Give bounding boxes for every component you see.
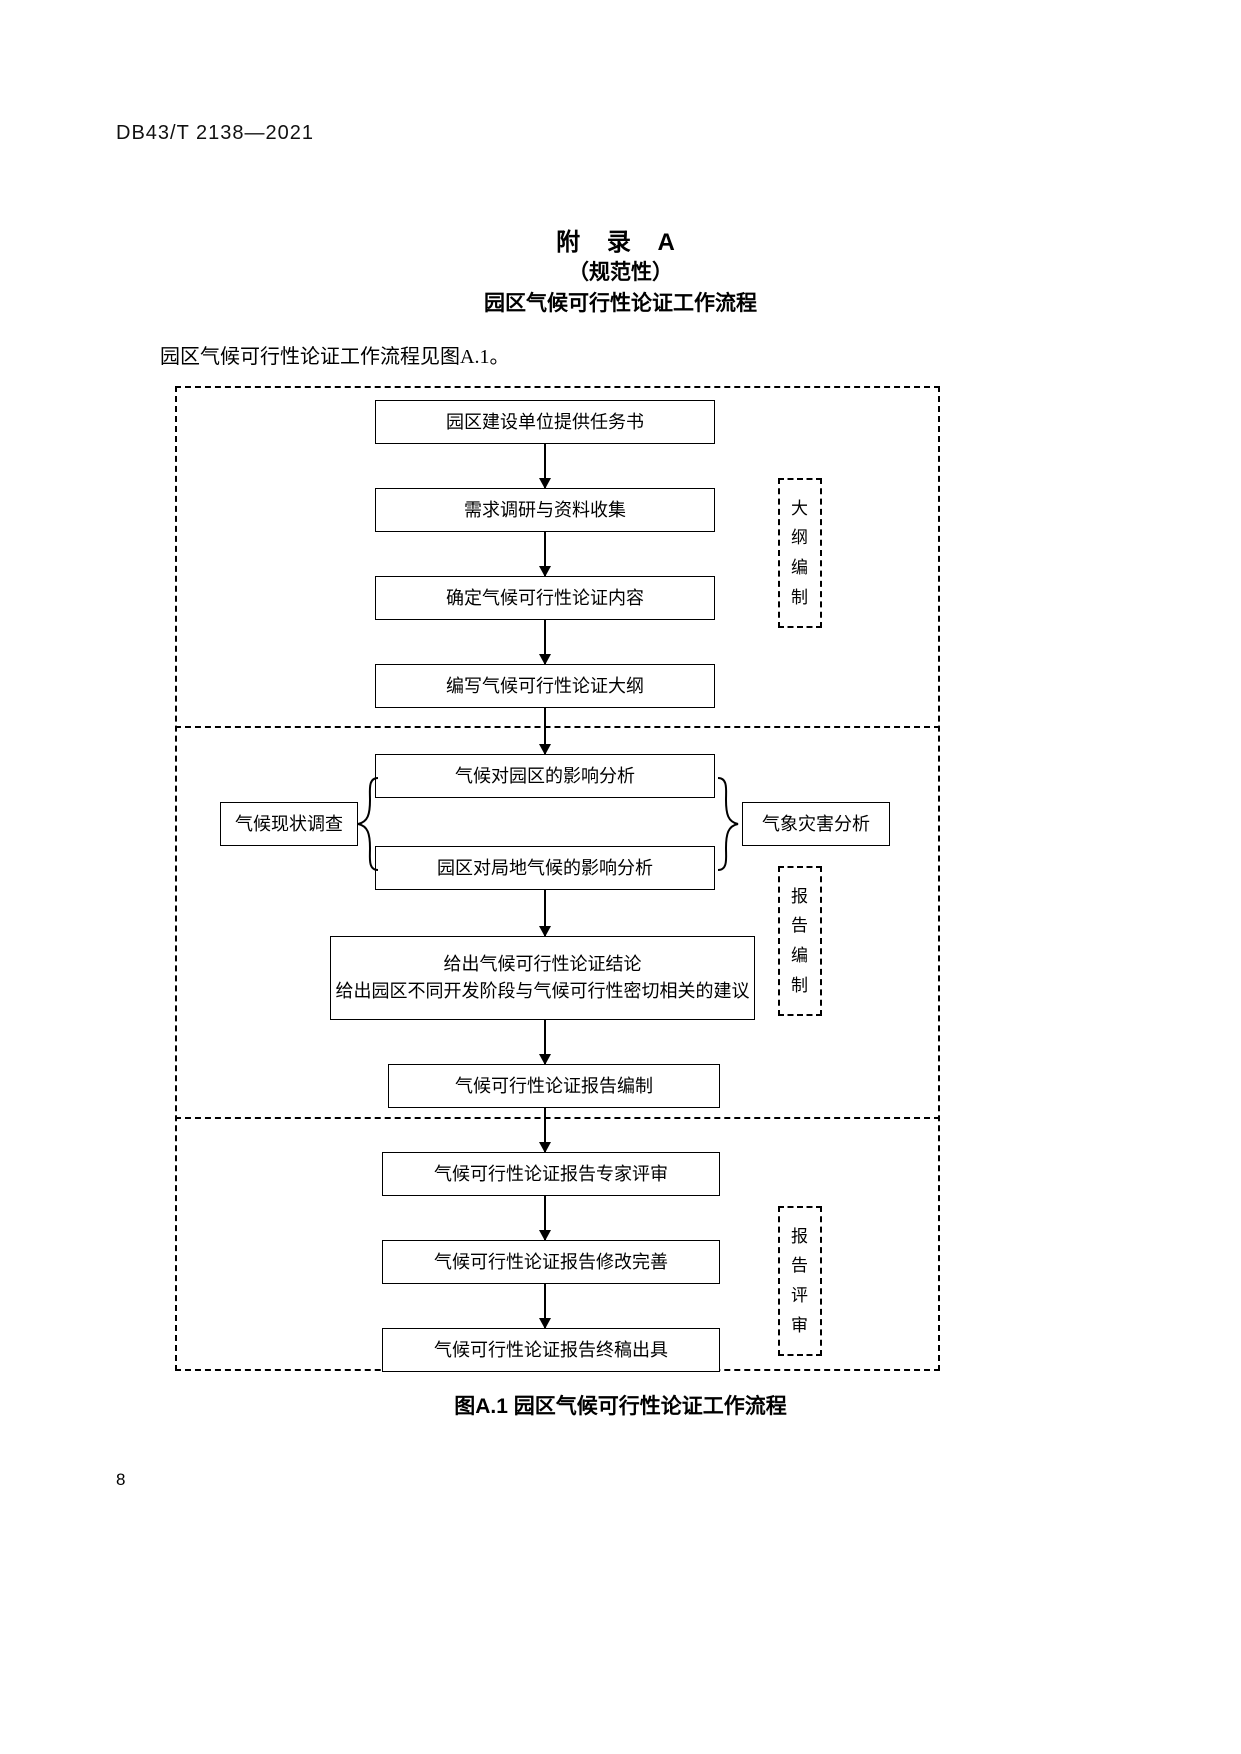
flow-node-write-outline: 编写气候可行性论证大纲 xyxy=(375,664,715,708)
flow-node-final-report-issue: 气候可行性论证报告终稿出具 xyxy=(382,1328,720,1372)
stage1-char-0: 大 xyxy=(791,498,809,518)
appendix-title: 附 录 A xyxy=(556,229,685,256)
stage-label-outline-preparation: 大 纲 编 制 xyxy=(778,478,822,628)
flow-node-climate-status-survey: 气候现状调查 xyxy=(220,802,358,846)
page-number: 8 xyxy=(116,1470,126,1489)
arrow-8 xyxy=(539,1196,551,1241)
arrow-4 xyxy=(539,708,551,755)
arrow-9 xyxy=(539,1284,551,1329)
stage2-char-0: 报 xyxy=(791,886,809,906)
page-header-standard-number: DB43/T 2138—2021 xyxy=(116,122,314,144)
stage-divider-1 xyxy=(175,726,940,728)
arrow-7 xyxy=(539,1108,551,1153)
arrow-5 xyxy=(539,890,551,937)
flow-node-expert-review: 气候可行性论证报告专家评审 xyxy=(382,1152,720,1196)
flow-node-conclusion: 给出气候可行性论证结论 给出园区不同开发阶段与气候可行性密切相关的建议 xyxy=(330,936,755,1020)
flow-node-report-revision: 气候可行性论证报告修改完善 xyxy=(382,1240,720,1284)
flow-node-task-assignment: 园区建设单位提供任务书 xyxy=(375,400,715,444)
flow-node-climate-impact-on-park: 气候对园区的影响分析 xyxy=(375,754,715,798)
stage2-char-3: 制 xyxy=(791,975,809,995)
flow-node-park-impact-on-local-climate: 园区对局地气候的影响分析 xyxy=(375,846,715,890)
conclusion-line-2: 给出园区不同开发阶段与气候可行性密切相关的建议 xyxy=(335,981,750,1001)
conclusion-line-1: 给出气候可行性论证结论 xyxy=(443,954,642,974)
left-brace-connector xyxy=(357,777,379,871)
stage-label-report-review: 报 告 评 审 xyxy=(778,1206,822,1356)
arrow-1 xyxy=(539,444,551,489)
right-brace-connector xyxy=(717,777,739,871)
figure-caption: 图A.1 园区气候可行性论证工作流程 xyxy=(454,1395,787,1418)
intro-paragraph: 园区气候可行性论证工作流程见图A.1。 xyxy=(160,346,510,368)
arrow-2 xyxy=(539,532,551,577)
flow-node-meteorological-hazard-analysis: 气象灾害分析 xyxy=(742,802,890,846)
appendix-name: 园区气候可行性论证工作流程 xyxy=(484,292,757,315)
stage3-char-1: 告 xyxy=(791,1256,809,1276)
flow-node-requirement-survey: 需求调研与资料收集 xyxy=(375,488,715,532)
flow-node-report-compilation: 气候可行性论证报告编制 xyxy=(388,1064,720,1108)
stage2-char-1: 告 xyxy=(791,916,809,936)
stage3-char-3: 审 xyxy=(791,1315,809,1335)
arrow-6 xyxy=(539,1020,551,1065)
stage3-char-0: 报 xyxy=(791,1226,809,1246)
stage3-char-2: 评 xyxy=(791,1286,809,1305)
stage1-char-2: 编 xyxy=(791,558,809,577)
stage1-char-1: 纲 xyxy=(791,528,809,548)
stage-label-report-preparation: 报 告 编 制 xyxy=(778,866,822,1016)
flow-node-determine-content: 确定气候可行性论证内容 xyxy=(375,576,715,620)
stage2-char-2: 编 xyxy=(791,946,809,965)
arrow-3 xyxy=(539,620,551,665)
stage-divider-2 xyxy=(175,1117,940,1119)
appendix-normative-label: （规范性） xyxy=(568,261,673,284)
stage1-char-3: 制 xyxy=(791,587,809,607)
